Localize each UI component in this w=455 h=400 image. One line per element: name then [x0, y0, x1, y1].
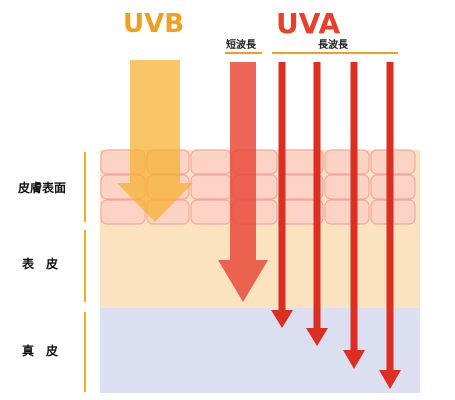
skin-cell — [190, 149, 232, 175]
label-short-wave: 短波長 — [226, 38, 257, 51]
uva-long-wave-arrow — [306, 62, 328, 346]
skin-cell — [190, 174, 232, 200]
uva-long-wave-arrow — [343, 62, 365, 369]
uva-long-wave-arrow — [271, 62, 293, 328]
title-uvb: UVB — [123, 9, 184, 39]
label-dermis: 真 皮 — [22, 343, 58, 358]
uva-short-wave-arrow — [218, 62, 268, 302]
uva-long-wave-arrows — [271, 62, 401, 389]
label-epidermis: 表 皮 — [21, 256, 58, 271]
uva-long-wave-arrow — [379, 62, 401, 389]
dermis-layer — [100, 308, 420, 393]
skin-cell — [190, 199, 232, 225]
skin-cell — [100, 199, 146, 225]
title-uva: UVA — [276, 7, 341, 40]
uvb-arrow — [117, 60, 193, 222]
skin-cell — [324, 199, 370, 225]
skin-cell — [324, 174, 370, 200]
label-skin-surface: 皮膚表面 — [17, 180, 66, 195]
skin-cell — [324, 149, 370, 175]
label-long-wave: 長波長 — [318, 38, 349, 51]
